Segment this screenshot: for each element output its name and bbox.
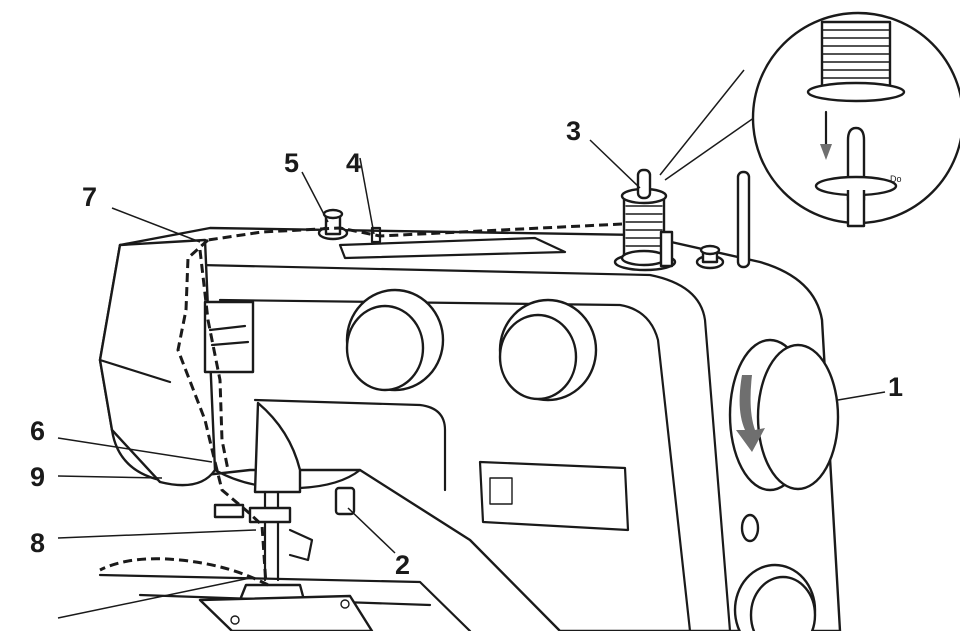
bobbin-winder-stop[interactable]	[740, 513, 760, 543]
thread-path	[99, 222, 623, 587]
callout-2: 2	[395, 550, 410, 580]
stitch-dial-left[interactable]	[345, 288, 445, 392]
needle-plate	[98, 573, 472, 631]
second-spool-pin	[736, 170, 751, 269]
thread-guide	[370, 226, 382, 244]
callout-leaders	[57, 139, 886, 619]
spool-pin-inset: Do	[659, 11, 960, 228]
stitch-dial-right[interactable]	[498, 298, 598, 402]
presser-foot-lever	[334, 486, 356, 516]
selector-window	[478, 460, 630, 532]
rotation-arrow-icon	[736, 375, 765, 452]
callout-8: 8	[30, 528, 45, 558]
callout-3: 3	[566, 116, 581, 146]
callout-1: 1	[888, 372, 903, 402]
inset-pin-label: Do	[890, 174, 902, 184]
callout-7: 7	[82, 182, 97, 212]
machine-body	[98, 226, 842, 631]
needle-bar-assembly	[213, 401, 356, 582]
callout-9: 9	[30, 462, 45, 492]
callout-6: 6	[30, 416, 45, 446]
lower-dial[interactable]	[733, 563, 817, 631]
thread-spool	[613, 168, 677, 272]
bobbin-winder-knob[interactable]	[695, 244, 725, 270]
callout-5: 5	[284, 148, 299, 178]
handwheel[interactable]	[728, 338, 840, 492]
callout-4: 4	[346, 148, 361, 178]
